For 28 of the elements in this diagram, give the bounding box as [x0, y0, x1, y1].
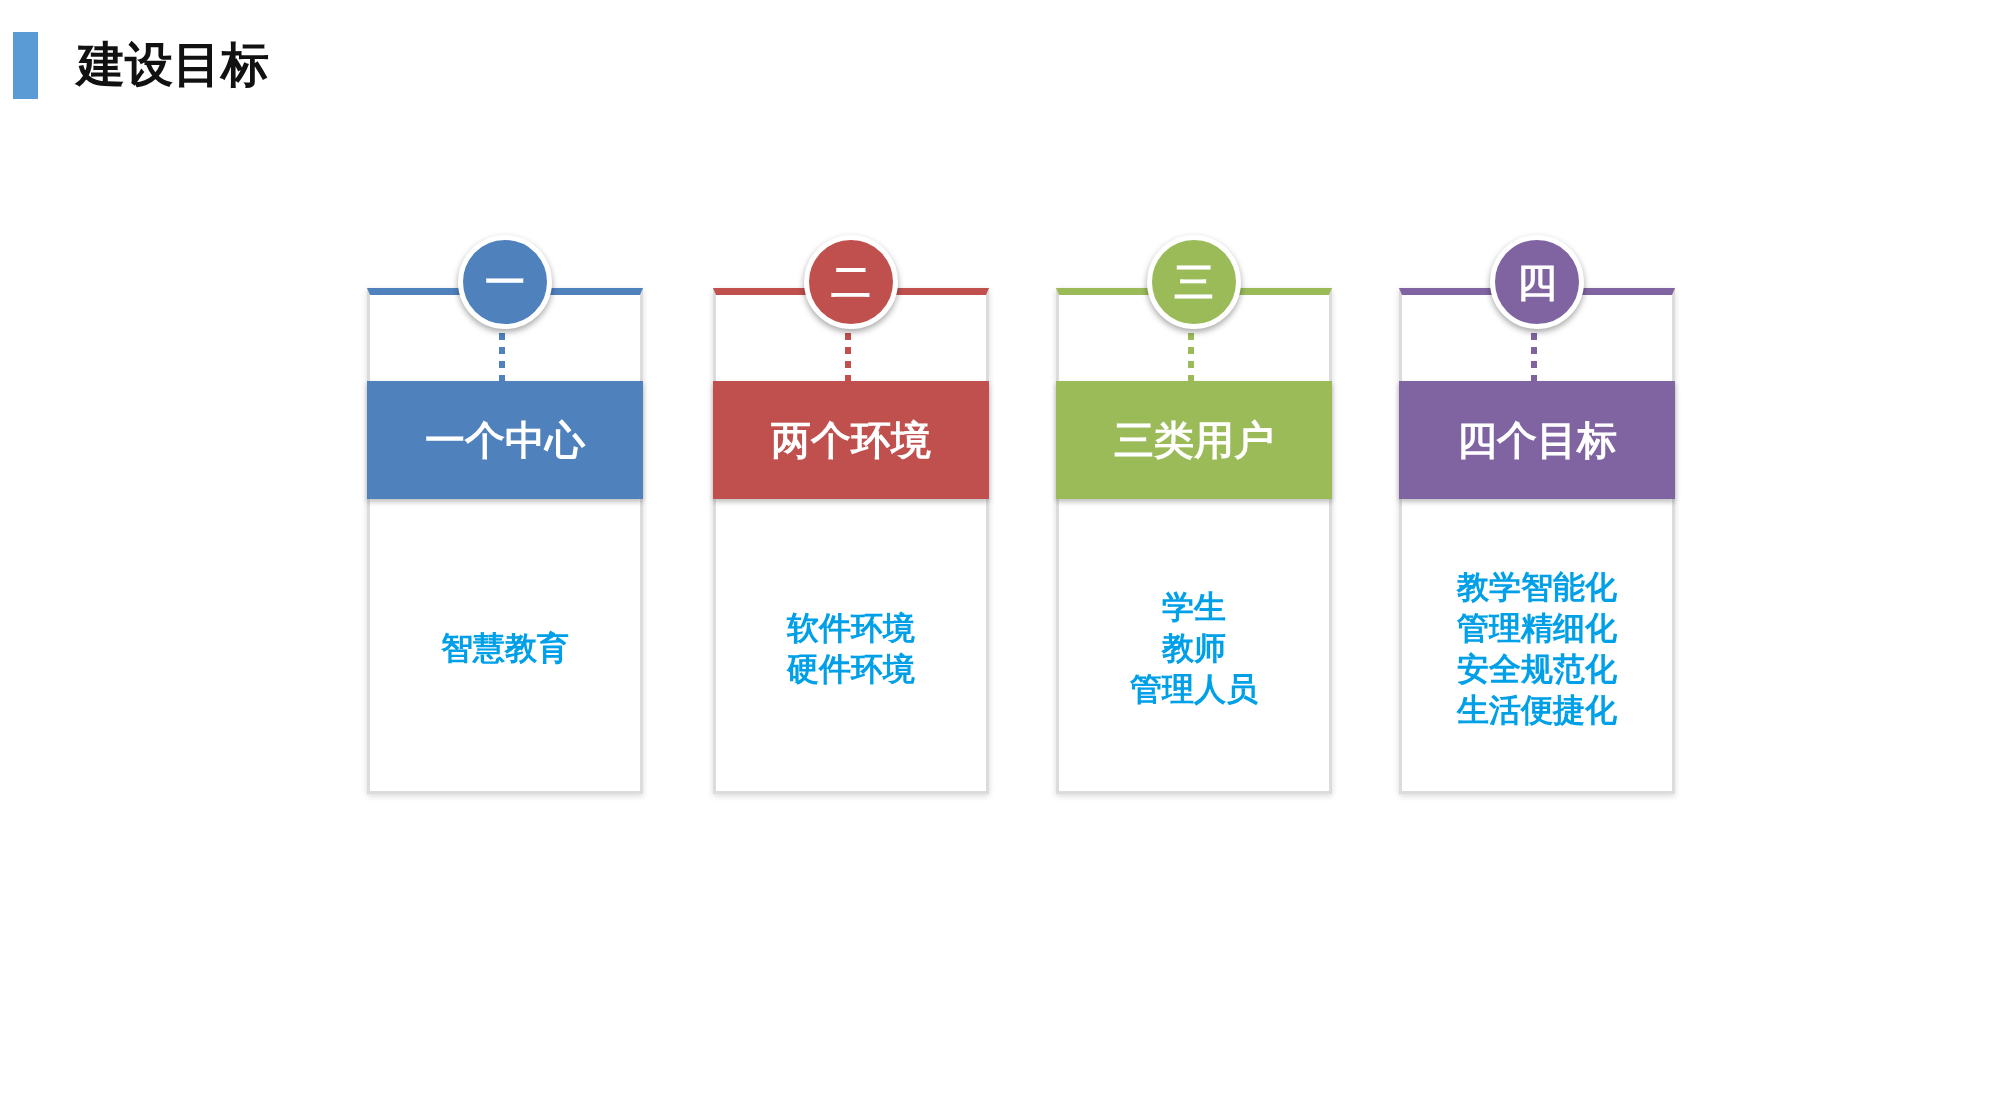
- number-label: 三: [1174, 257, 1214, 307]
- dotted-connector: [845, 333, 851, 381]
- dotted-connector: [499, 333, 505, 381]
- body-text: 教学智能化: [1457, 566, 1617, 608]
- heading-text: 四个目标: [1457, 415, 1617, 465]
- body-text: 软件环境: [787, 607, 915, 649]
- heading-text: 两个环境: [771, 415, 931, 465]
- heading-text: 三类用户: [1114, 415, 1274, 465]
- page-title: 建设目标: [77, 35, 269, 94]
- body-text: 智慧教育: [441, 628, 569, 669]
- body-text: 管理精细化: [1457, 607, 1617, 649]
- body-text: 生活便捷化: [1457, 689, 1617, 731]
- card-panel: [367, 288, 643, 794]
- dotted-connector: [1188, 333, 1194, 381]
- number-label: 一: [485, 257, 525, 307]
- number-label: 二: [831, 257, 871, 307]
- dotted-connector: [1531, 333, 1537, 381]
- body-text: 安全规范化: [1457, 648, 1617, 690]
- body-text: 管理人员: [1130, 669, 1258, 710]
- heading-band: [1056, 381, 1332, 499]
- heading-band: [1399, 381, 1675, 499]
- number-label: 四: [1517, 257, 1557, 307]
- heading-band: [367, 381, 643, 499]
- body-text: 教师: [1162, 628, 1226, 669]
- body-text: 硬件环境: [787, 648, 915, 690]
- body-text: 学生: [1162, 587, 1226, 628]
- heading-band: [713, 381, 989, 499]
- heading-text: 一个中心: [425, 415, 585, 465]
